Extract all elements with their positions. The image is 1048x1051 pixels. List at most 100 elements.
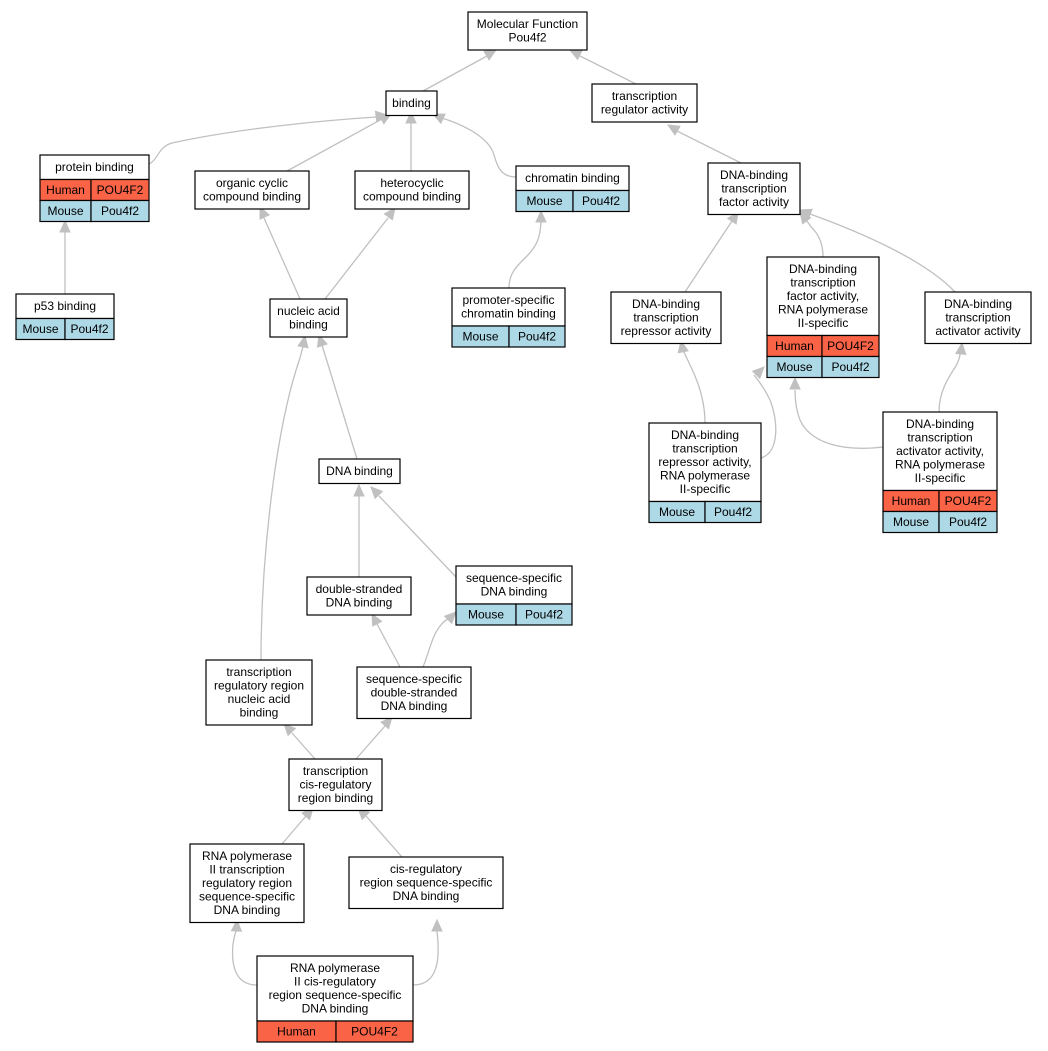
- term-label-line: regulatory region: [202, 876, 292, 890]
- term-box: [385, 90, 438, 117]
- mouse-gene-cell: [508, 325, 566, 348]
- edge-dbtra2-to-dbtfa2: [751, 366, 777, 459]
- term-label-line: repressor activity,: [658, 455, 751, 469]
- arrowhead: [789, 376, 801, 390]
- arrowhead: [59, 219, 71, 233]
- edge-line: [794, 389, 884, 449]
- go-term-node-dnab[interactable]: DNA binding: [318, 458, 401, 485]
- term-label-line: RNA polymerase: [660, 469, 750, 483]
- mouse-gene-cell: [515, 603, 573, 626]
- human-species-label: Human: [775, 339, 814, 353]
- term-label-line: transcription: [907, 431, 972, 445]
- mouse-gene-label: Pou4f2: [714, 505, 752, 519]
- edge-line: [376, 623, 401, 668]
- edge-line: [291, 732, 316, 760]
- term-label-line: binding: [392, 96, 431, 110]
- go-term-node-binding[interactable]: binding: [385, 90, 438, 117]
- arrowhead: [431, 918, 443, 932]
- edge-line: [324, 217, 389, 300]
- term-label-line: transcription: [790, 276, 855, 290]
- edge-protein-to-binding: [148, 110, 389, 165]
- term-label-line: compound binding: [203, 190, 301, 204]
- edge-line: [422, 55, 488, 92]
- arrowhead: [316, 333, 328, 348]
- edge-line: [938, 353, 961, 413]
- term-label-line: repressor activity: [621, 324, 712, 338]
- term-label-line: RNA polymerase: [778, 303, 868, 317]
- term-label-line: II-specific: [915, 471, 966, 485]
- term-label-line: transcription: [721, 182, 786, 196]
- term-label-line: region sequence-specific: [269, 988, 402, 1002]
- mouse-species-label: Mouse: [462, 330, 498, 344]
- mouse-species-label: Mouse: [468, 608, 504, 622]
- term-label-line: DNA-binding: [720, 168, 788, 182]
- human-gene-cell: [335, 1020, 414, 1043]
- arrowhead: [535, 209, 547, 223]
- term-label-line: promoter-specific: [462, 293, 554, 307]
- edge-line: [676, 130, 742, 164]
- arrowhead: [568, 49, 583, 61]
- edge-tcrrb-to-trrnab: [283, 723, 316, 760]
- term-label-line: DNA binding: [302, 1002, 369, 1016]
- mouse-species-label: Mouse: [526, 194, 562, 208]
- term-box: [451, 287, 566, 327]
- arrowhead: [297, 334, 309, 349]
- human-gene-label: POU4F2: [827, 339, 874, 353]
- term-label-line: activator activity,: [896, 444, 984, 458]
- term-box: [306, 576, 412, 616]
- term-label-line: DNA binding: [381, 699, 448, 713]
- edge-line: [281, 815, 307, 845]
- human-species-label: Human: [46, 183, 85, 197]
- mouse-gene-label: Pou4f2: [101, 204, 139, 218]
- term-label: chromatin binding: [525, 171, 620, 185]
- term-label-line: II transcription: [209, 863, 284, 877]
- arrowhead: [370, 486, 384, 500]
- arrowhead: [955, 341, 967, 356]
- human-gene-label: POU4F2: [97, 183, 144, 197]
- term-label-line: transcription: [226, 665, 291, 679]
- term-box: [318, 458, 401, 485]
- arrowhead: [666, 124, 681, 136]
- edge-line: [579, 55, 637, 85]
- term-label: DNA binding: [326, 464, 393, 478]
- term-box: [591, 83, 698, 123]
- term-label-line: factor activity,: [787, 289, 859, 303]
- term-box: [455, 565, 573, 605]
- term-label: binding: [392, 96, 431, 110]
- term-label-line: double-stranded: [371, 686, 458, 700]
- mouse-species-label: Mouse: [659, 505, 695, 519]
- mouse-gene-cell: [572, 189, 630, 213]
- edge-pscb-to-chromatin: [508, 209, 547, 289]
- edge-tra-to-mf: [568, 49, 637, 85]
- term-label-line: sequence-specific: [199, 890, 295, 904]
